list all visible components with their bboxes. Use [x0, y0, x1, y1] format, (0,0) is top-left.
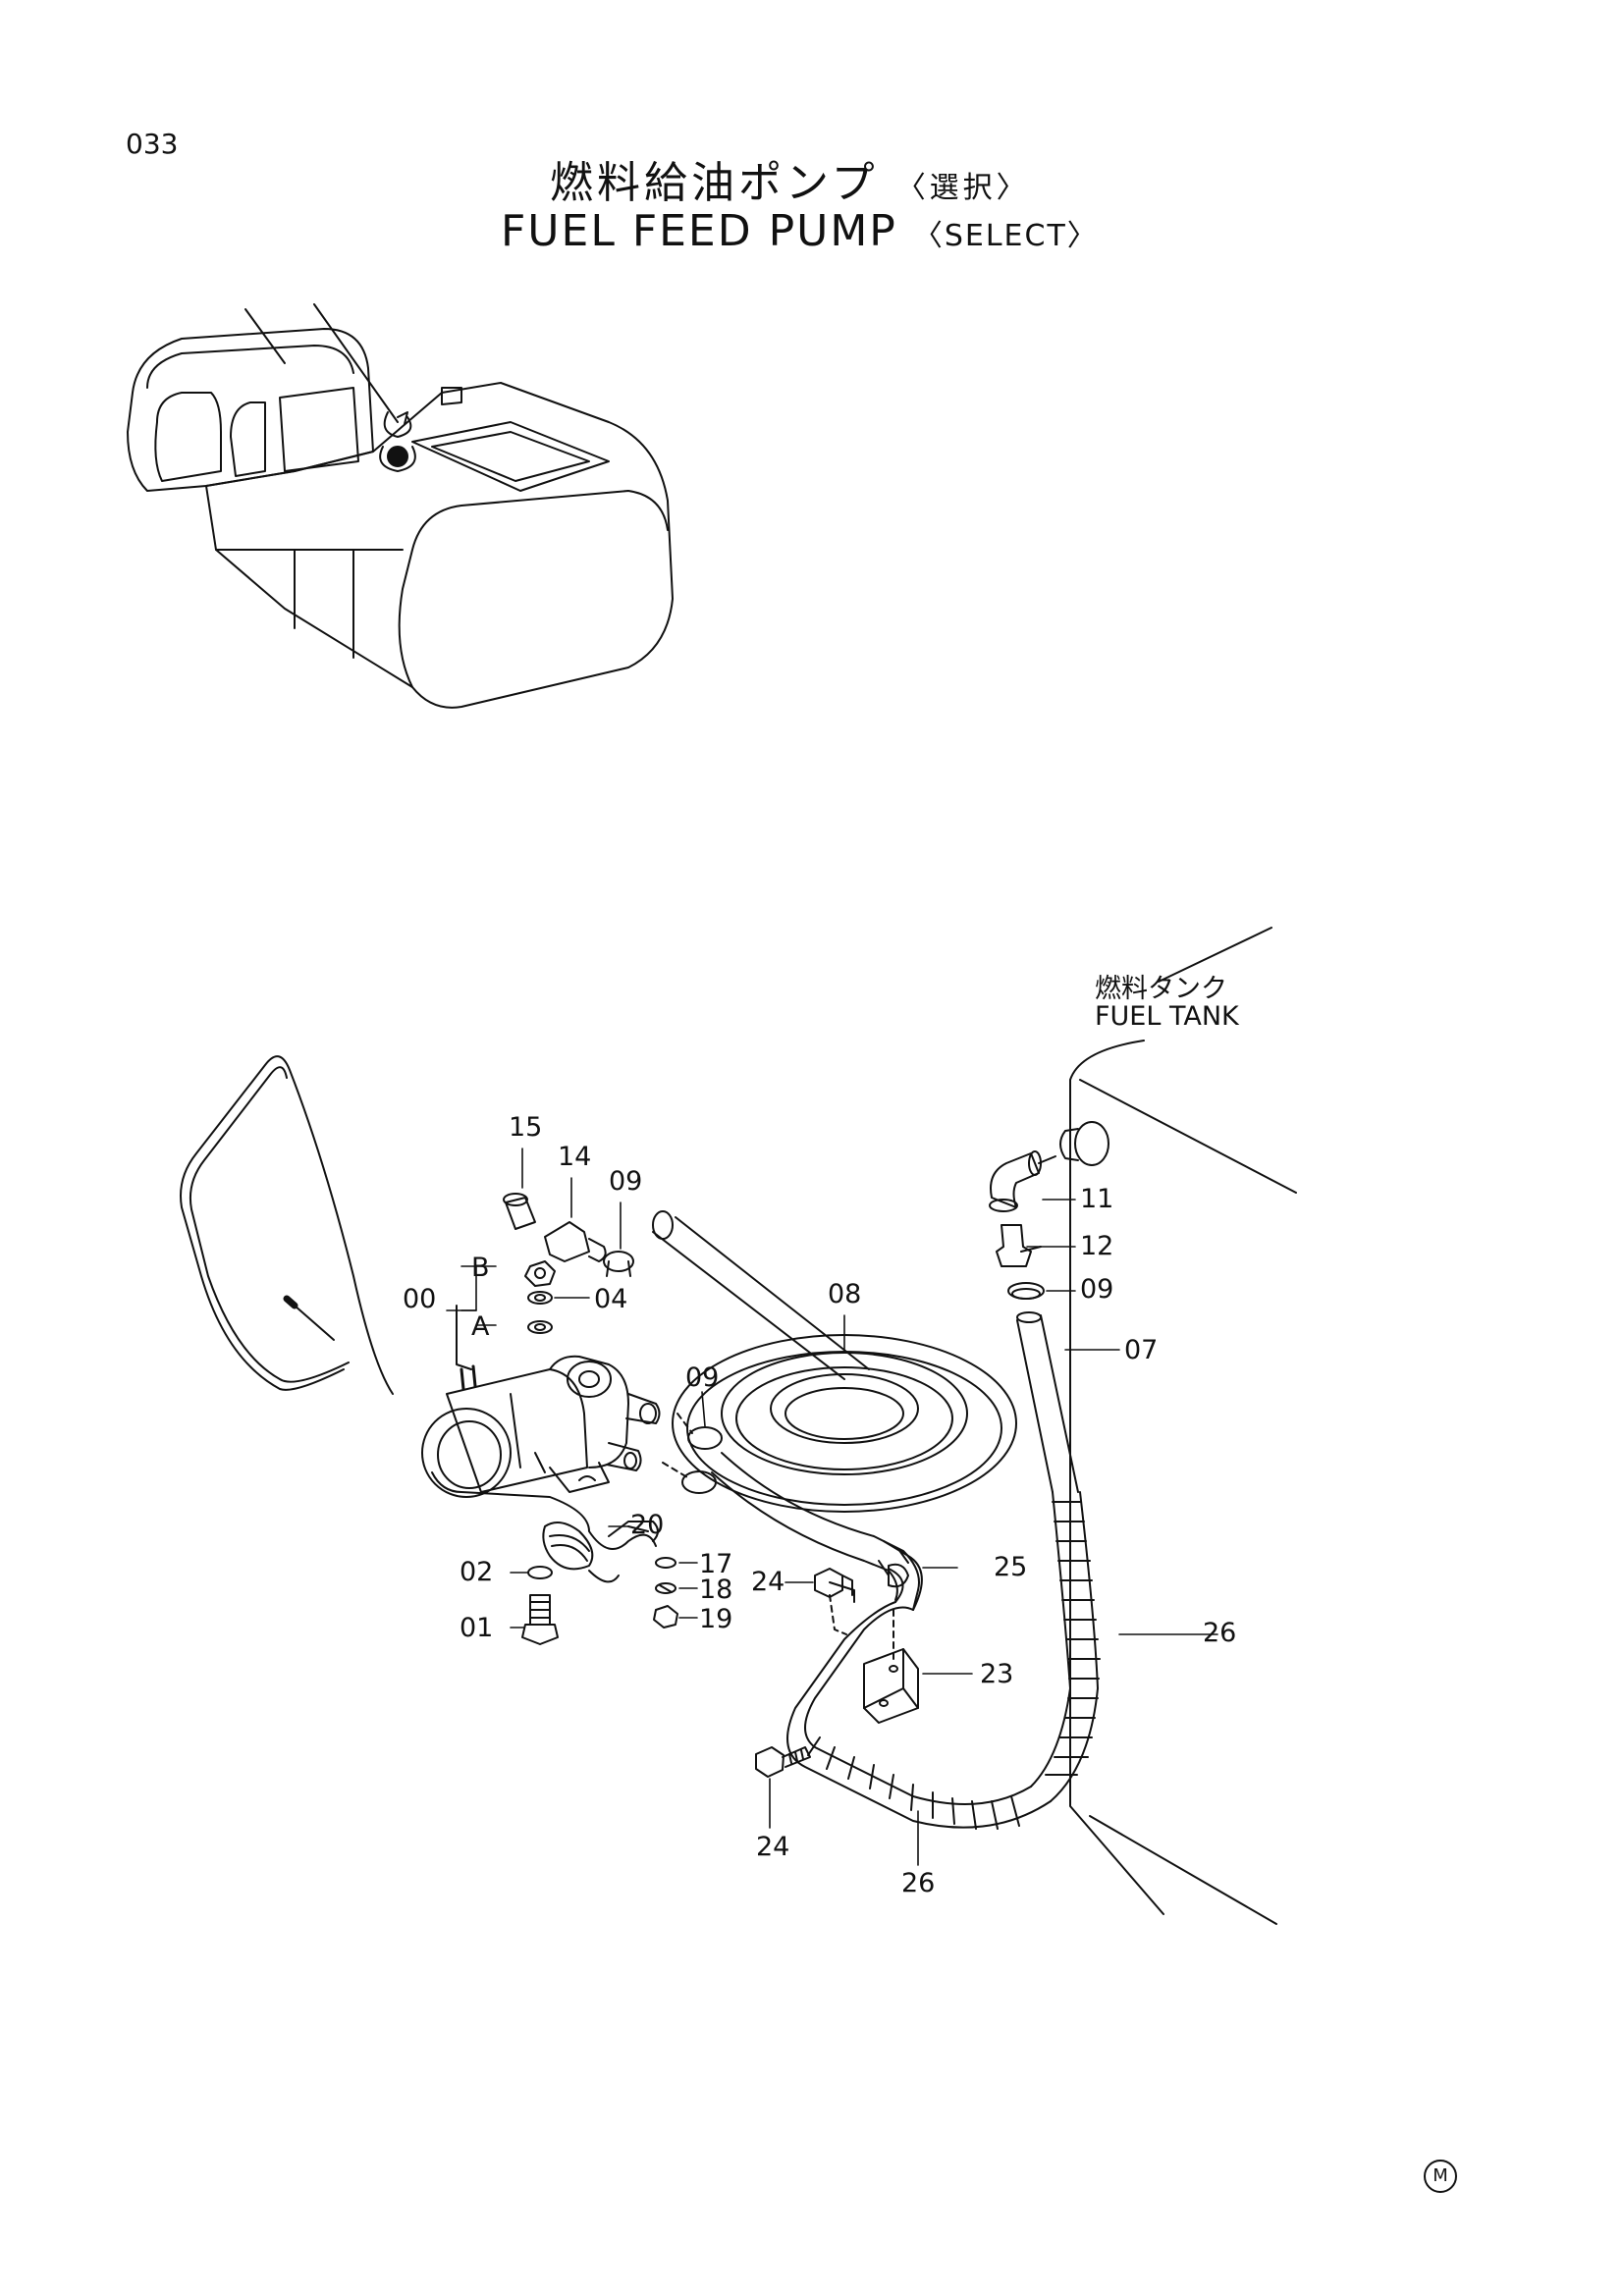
sensor-wire [181, 1056, 393, 1394]
callout-09-top: 09 [609, 1166, 643, 1197]
title-english: FUEL FEED PUMP 〈SELECT〉 [501, 206, 1099, 256]
callout-23: 23 [980, 1659, 1014, 1689]
tank-side-hoses [787, 1151, 1100, 1829]
callout-24-upper: 24 [751, 1567, 785, 1597]
callout-26-bottom: 26 [901, 1868, 936, 1898]
callout-A: A [471, 1311, 490, 1342]
callout-18: 18 [699, 1575, 733, 1605]
leader-lines [447, 1148, 1217, 1865]
callout-09-mid: 09 [685, 1362, 720, 1393]
pump-assembly [422, 1306, 660, 1581]
manufacturer-mark: M [1424, 2160, 1457, 2193]
callout-19: 19 [699, 1604, 733, 1634]
small-fittings [504, 1194, 722, 1644]
title-jp-select: 〈選択〉 [895, 171, 1030, 205]
callout-15: 15 [509, 1112, 543, 1143]
callout-08: 08 [828, 1279, 862, 1309]
callout-20: 20 [630, 1510, 665, 1540]
callout-00: 00 [403, 1284, 437, 1314]
callout-25: 25 [994, 1552, 1028, 1582]
title-japanese: 燃料給油ポンプ 〈選択〉 [550, 147, 1030, 210]
callout-14: 14 [558, 1142, 592, 1172]
fuel-tank-label-en: FUEL TANK [1095, 1001, 1239, 1032]
title-en-text: FUEL FEED PUMP [501, 206, 897, 256]
bracket-and-bolts [756, 1569, 918, 1777]
callout-09-right: 09 [1080, 1274, 1114, 1305]
callout-B: B [471, 1253, 490, 1283]
fuel-tank-label-jp: 燃料タンク [1095, 974, 1227, 1004]
callout-26-right: 26 [1203, 1618, 1237, 1648]
callout-07: 07 [1124, 1335, 1159, 1365]
callout-04: 04 [594, 1284, 628, 1314]
title-en-select: 〈SELECT〉 [912, 219, 1099, 253]
title-jp-text: 燃料給油ポンプ [550, 158, 879, 208]
fuel-tank-outline [1060, 928, 1296, 1924]
callout-11: 11 [1080, 1184, 1114, 1214]
page-number: 033 [126, 128, 179, 160]
callout-02: 02 [460, 1557, 494, 1587]
callout-24-lower: 24 [756, 1832, 790, 1862]
callout-12: 12 [1080, 1231, 1114, 1261]
callout-17: 17 [699, 1549, 733, 1579]
excavator-overview [128, 304, 673, 708]
callout-01: 01 [460, 1613, 494, 1643]
